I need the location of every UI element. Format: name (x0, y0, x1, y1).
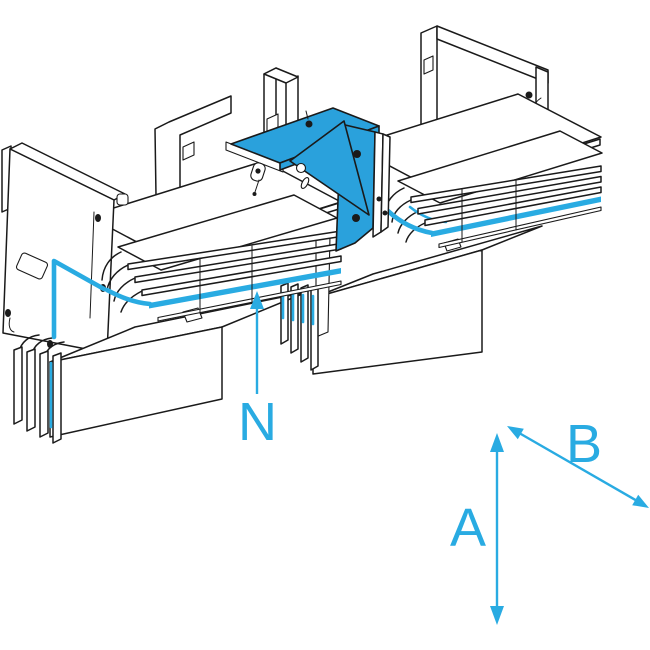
label-dim-b: B (566, 414, 602, 474)
left-lamination-fins (13, 334, 65, 444)
b-arrowhead-downright (632, 494, 649, 508)
bracket-gusset (289, 120, 370, 216)
panel-screw (5, 309, 11, 317)
left-busbar-stack (101, 194, 342, 322)
label-dim-a: A (450, 498, 486, 558)
annotations: N A B (238, 291, 649, 625)
left-end-flange-panel (1, 142, 129, 354)
fold-end-cap (116, 193, 129, 206)
a-arrowhead-up (490, 433, 504, 452)
panel-cutout (15, 252, 49, 280)
neutral-busbar-left (149, 268, 341, 309)
joint-screw (376, 196, 382, 202)
dimension-a: A (450, 433, 504, 625)
bracket-bolt (352, 214, 360, 222)
joint-screw (382, 210, 388, 216)
dimension-b: B (507, 414, 649, 508)
left-enclosure-box (49, 291, 308, 438)
a-arrowhead-down (490, 606, 504, 625)
bracket-bolt (353, 150, 361, 158)
right-busbar-stack (384, 130, 603, 249)
plate-bolt (305, 120, 313, 128)
n-arrowhead (250, 291, 264, 309)
bracket-clamp (250, 162, 266, 196)
gusset-hole (295, 162, 307, 174)
panel-screw (95, 214, 101, 222)
b-arrowhead-upleft (507, 426, 524, 440)
label-neutral: N (238, 392, 277, 452)
neutral-route-line (51, 258, 153, 340)
neutral-callout: N (238, 291, 277, 452)
panel-hook (8, 317, 15, 333)
center-joint-bracket (225, 107, 391, 252)
gusset-slot (300, 176, 310, 190)
right-enclosure-box (312, 225, 543, 375)
rail-bolt (525, 91, 533, 99)
neutral-bend-arc (385, 208, 435, 236)
